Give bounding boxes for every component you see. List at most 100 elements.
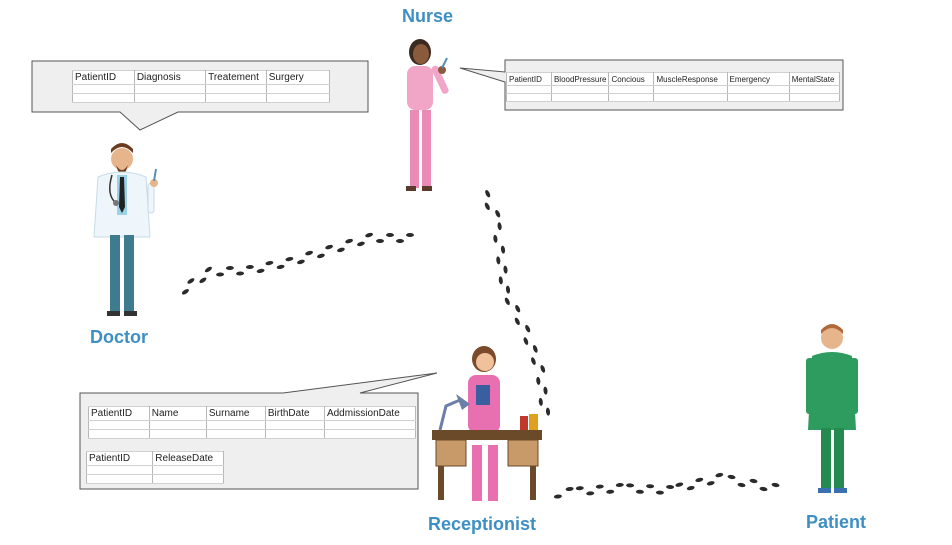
footprint-icon: [365, 232, 373, 238]
nurse-col-1: PatientID: [506, 72, 552, 86]
footprint-icon: [646, 484, 655, 489]
footprint-icon: [181, 289, 189, 295]
footprint-icon: [626, 483, 635, 488]
footprint-icon: [396, 239, 404, 243]
nurse-col-4: MuscleResponse: [653, 72, 728, 86]
footprint-icon: [265, 260, 274, 266]
doctor-table: PatientID Diagnosis Treatement Surgery: [72, 70, 331, 103]
patient-label: Patient: [806, 512, 867, 532]
footprint-icon: [199, 277, 207, 284]
footprint-trail: [181, 190, 780, 499]
footprint-icon: [504, 297, 510, 305]
footprint-icon: [715, 472, 724, 478]
footprint-icon: [635, 489, 644, 494]
footprint-icon: [345, 238, 353, 244]
footprint-icon: [538, 397, 543, 406]
footprint-icon: [606, 489, 615, 494]
footprint-icon: [543, 386, 548, 395]
footprint-icon: [523, 337, 529, 345]
footprint-icon: [216, 272, 225, 277]
footprint-icon: [484, 202, 490, 210]
footprint-icon: [236, 271, 245, 276]
footprint-icon: [686, 485, 695, 491]
footprint-icon: [525, 325, 531, 333]
footprint-icon: [503, 265, 508, 274]
nurse-col-5: Emergency: [727, 72, 790, 86]
receptionist-release-table: PatientID ReleaseDate: [85, 451, 224, 484]
footprint-icon: [515, 305, 521, 313]
footprint-icon: [204, 266, 212, 273]
footprint-icon: [514, 317, 520, 325]
nurse-col-6: MentalState: [789, 72, 841, 86]
admission-col-4: BirthDate: [265, 406, 325, 421]
doctor-col-1: PatientID: [72, 70, 135, 85]
footprint-icon: [615, 482, 624, 488]
admission-col-5: AddmissionDate: [324, 406, 417, 421]
footprint-icon: [536, 376, 541, 385]
footprint-icon: [297, 259, 305, 265]
footprint-icon: [565, 486, 574, 492]
footprint-icon: [727, 474, 736, 480]
footprint-icon: [376, 239, 384, 243]
footprint-icon: [675, 482, 684, 487]
footprint-icon: [575, 486, 584, 491]
footprint-icon: [655, 490, 664, 495]
footprint-icon: [325, 244, 333, 250]
footprint-icon: [406, 233, 414, 237]
footprint-icon: [771, 482, 780, 488]
footprint-icon: [225, 265, 234, 271]
doctor-col-3: Treatement: [205, 70, 267, 85]
nurse-figure: [406, 39, 449, 191]
footprint-icon: [666, 484, 675, 490]
footprint-icon: [706, 481, 715, 486]
footprint-icon: [531, 357, 536, 365]
footprint-icon: [495, 210, 501, 218]
footprint-icon: [357, 241, 365, 247]
doctor-label: Doctor: [90, 327, 148, 347]
footprint-icon: [540, 365, 546, 373]
footprint-icon: [497, 222, 502, 231]
footprint-icon: [485, 190, 491, 198]
footprint-icon: [737, 482, 746, 488]
doctor-col-4: Surgery: [266, 70, 331, 85]
release-col-1: PatientID: [85, 451, 154, 466]
footprint-icon: [386, 233, 394, 237]
footprint-icon: [532, 345, 538, 353]
admission-col-1: PatientID: [88, 406, 150, 421]
receptionist-figure: [468, 346, 500, 501]
footprint-icon: [505, 285, 511, 294]
footprint-icon: [553, 494, 562, 499]
footprint-icon: [595, 484, 604, 489]
nurse-col-3: Concious: [608, 72, 655, 86]
footprint-icon: [256, 268, 265, 274]
footprint-icon: [276, 264, 285, 270]
footprint-icon: [759, 486, 768, 492]
footprint-icon: [496, 256, 501, 265]
patient-figure: [806, 324, 858, 493]
receptionist-label: Receptionist: [428, 514, 537, 534]
footprint-icon: [749, 478, 758, 484]
nurse-table: PatientID BloodPressure Concious MuscleR…: [506, 72, 841, 102]
footprint-icon: [545, 407, 551, 416]
footprint-icon: [695, 477, 704, 483]
receptionist-admission-table: PatientID Name Surname BirthDate Addmiss…: [88, 406, 417, 439]
nurse-col-2: BloodPressure: [551, 72, 610, 86]
footprint-icon: [285, 256, 294, 262]
footprint-icon: [187, 278, 195, 284]
release-col-2: ReleaseDate: [152, 451, 224, 466]
footprint-icon: [317, 253, 325, 259]
footprint-icon: [498, 276, 503, 285]
footprint-icon: [586, 491, 595, 496]
footprint-icon: [500, 245, 506, 254]
reception-desk: [432, 394, 542, 500]
doctor-col-2: Diagnosis: [134, 70, 207, 85]
footprint-icon: [493, 234, 498, 243]
footprint-icon: [337, 247, 345, 253]
admission-col-3: Surname: [206, 406, 266, 421]
admission-col-2: Name: [149, 406, 207, 421]
footprint-icon: [305, 250, 313, 256]
nurse-label: Nurse: [402, 6, 454, 26]
footprint-icon: [245, 264, 254, 270]
doctor-figure: [93, 143, 158, 316]
